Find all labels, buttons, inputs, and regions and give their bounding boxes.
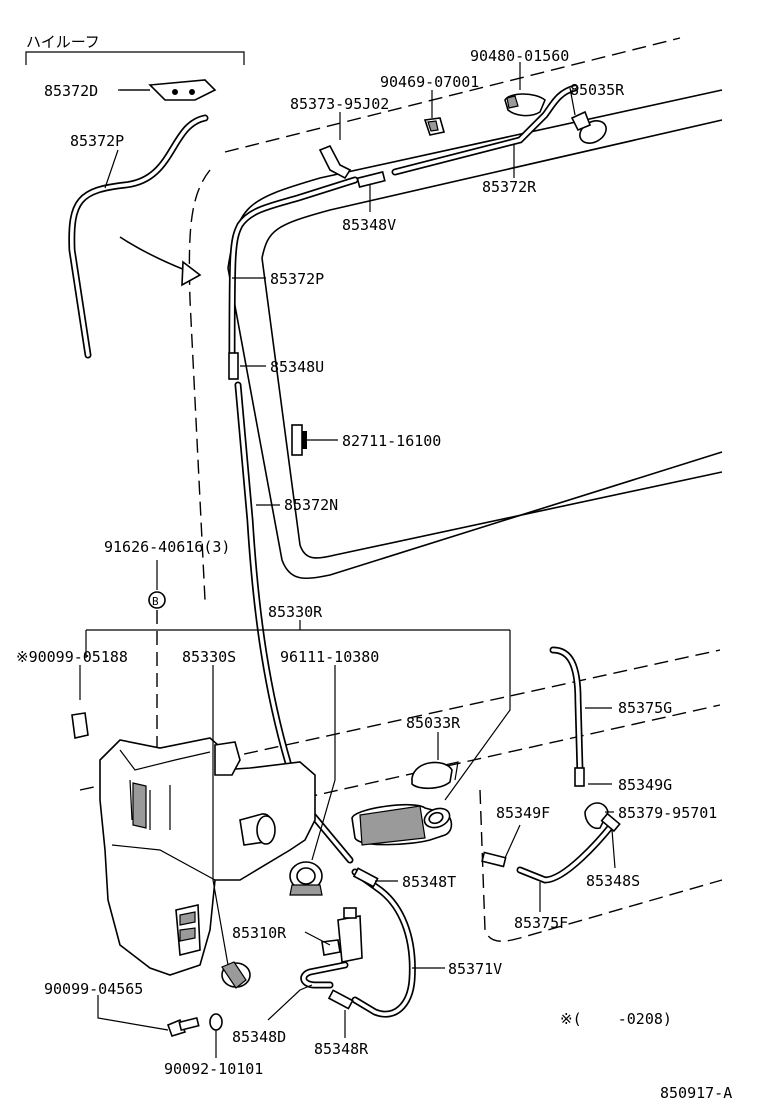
pump-hoses — [300, 867, 416, 1018]
callout-B-letter: B — [152, 595, 159, 608]
label-90092-10101: 90092-10101 — [164, 1060, 263, 1078]
label-85372P-top: 85372P — [70, 132, 124, 150]
label-85348S: 85348S — [586, 872, 640, 890]
part-labels: 85372D 85372P 90480-01560 90469-07001 85… — [16, 47, 717, 1078]
label-85372N: 85372N — [284, 496, 338, 514]
high-roof-note: ハイルーフ — [26, 33, 100, 51]
label-90099-04565: 90099-04565 — [44, 980, 143, 998]
label-82711-16100: 82711-16100 — [342, 432, 441, 450]
label-90099-05188: ※90099-05188 — [16, 648, 128, 666]
high-roof-bracket: ハイルーフ — [25, 33, 245, 65]
label-85310R: 85310R — [232, 924, 287, 942]
label-85375F: 85375F — [514, 914, 568, 932]
washer-hose-main — [228, 84, 579, 864]
label-85330R: 85330R — [268, 603, 323, 621]
clip-90469 — [423, 117, 446, 136]
diagram-id: 850917-A — [660, 1084, 732, 1102]
washer-nozzle-85035R — [570, 110, 607, 144]
grommet-90480 — [504, 93, 546, 117]
label-85035R: 85035R — [570, 81, 625, 99]
label-85372P: 85372P — [270, 270, 324, 288]
label-85349F: 85349F — [496, 804, 550, 822]
filler-neck-85330R — [351, 761, 459, 846]
label-85330S: 85330S — [182, 648, 236, 666]
label-85348R: 85348R — [314, 1040, 369, 1058]
clamp-85373 — [318, 144, 352, 180]
bracket-85372D-shape — [148, 79, 217, 101]
label-96111-10380: 96111-10380 — [280, 648, 379, 666]
label-85348T: 85348T — [402, 873, 456, 891]
label-90480-01560: 90480-01560 — [470, 47, 569, 65]
callout-B: B — [148, 591, 166, 748]
leader-lines — [79, 62, 616, 1058]
label-85033R: 85033R — [406, 714, 461, 732]
label-91626-40616: 91626-40616(3) — [104, 538, 230, 556]
label-85379-95701: 85379-95701 — [618, 804, 717, 822]
washer-tank — [99, 737, 316, 976]
date-footnote: ※( -0208) — [560, 1010, 672, 1028]
label-85375G: 85375G — [618, 699, 672, 717]
clip-82711 — [291, 424, 307, 456]
label-85349G: 85349G — [618, 776, 672, 794]
label-85371V: 85371V — [448, 960, 502, 978]
label-90469-07001: 90469-07001 — [380, 73, 479, 91]
high-roof-parts — [68, 79, 217, 359]
label-85348U: 85348U — [270, 358, 324, 376]
label-85372D: 85372D — [44, 82, 98, 100]
label-85372R: 85372R — [482, 178, 537, 196]
label-85348D: 85348D — [232, 1028, 286, 1046]
rear-washer-hoses — [481, 646, 621, 884]
label-85348V: 85348V — [342, 216, 396, 234]
washer-pump-85310R — [221, 907, 363, 989]
fasteners — [71, 712, 223, 1037]
clamp-96111 — [289, 861, 323, 896]
label-85373-95J02: 85373-95J02 — [290, 95, 389, 113]
